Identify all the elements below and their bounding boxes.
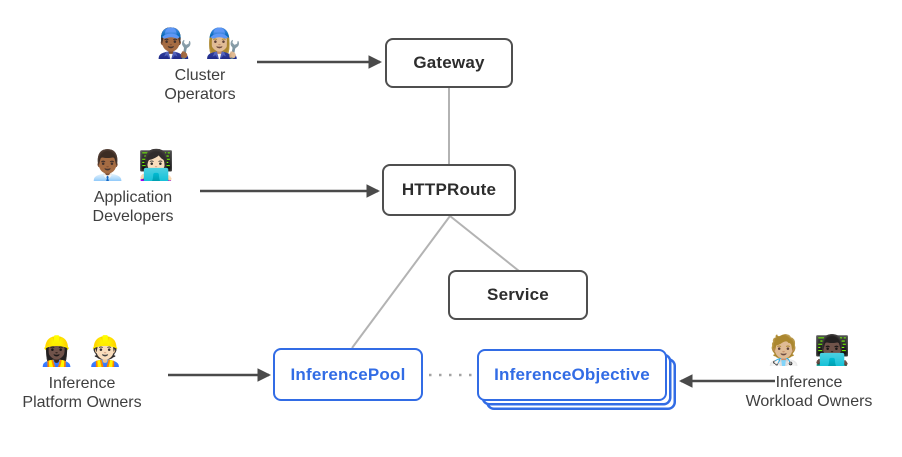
inference-platform-owners-label-line1: Inference	[48, 375, 116, 392]
node-inference-pool-label: InferencePool	[290, 364, 406, 384]
node-service: Service	[448, 270, 588, 320]
application-developers-icon: 👨🏾‍💼 👩🏻‍💻	[89, 150, 177, 182]
inference-platform-owners-icon: 👷🏿‍♀️ 👷🏻	[38, 336, 126, 368]
node-inference-objective: InferenceObjective	[477, 349, 667, 401]
persona-inference-workload-owners: 🧑🏼‍⚕️ 👨🏿‍💻 Inference Workload Owners	[728, 331, 890, 411]
node-gateway-label: Gateway	[413, 53, 485, 72]
inference-platform-owners-label-line2: Platform Owners	[22, 394, 142, 411]
node-httproute: HTTPRoute	[382, 164, 516, 216]
application-developers-label-line2: Developers	[92, 208, 174, 225]
node-gateway: Gateway	[385, 38, 513, 88]
persona-inference-platform-owners: 👷🏿‍♀️ 👷🏻 Inference Platform Owners	[3, 332, 161, 412]
edge-httproute-inferencepool	[351, 215, 451, 349]
edge-httproute-service	[449, 215, 520, 272]
inference-workload-owners-icon: 🧑🏼‍⚕️ 👨🏿‍💻	[765, 335, 853, 367]
inference-workload-owners-label-line2: Workload Owners	[745, 393, 873, 410]
persona-application-developers: 👨🏾‍💼 👩🏻‍💻 Application Developers	[53, 146, 213, 226]
cluster-operators-label-line2: Operators	[164, 86, 236, 103]
application-developers-label-line1: Application	[93, 189, 173, 206]
cluster-operators-icon: 👨🏾‍🔧 👩🏼‍🔧	[156, 28, 244, 60]
persona-cluster-operators: 👨🏾‍🔧 👩🏼‍🔧 Cluster Operators	[120, 24, 280, 104]
node-service-label: Service	[487, 285, 549, 304]
cluster-operators-label-line1: Cluster	[174, 67, 226, 84]
node-inference-objective-label: InferenceObjective	[494, 365, 650, 384]
node-inference-pool: InferencePool	[273, 348, 423, 401]
inference-workload-owners-label-line1: Inference	[775, 374, 843, 391]
node-httproute-label: HTTPRoute	[401, 180, 497, 199]
